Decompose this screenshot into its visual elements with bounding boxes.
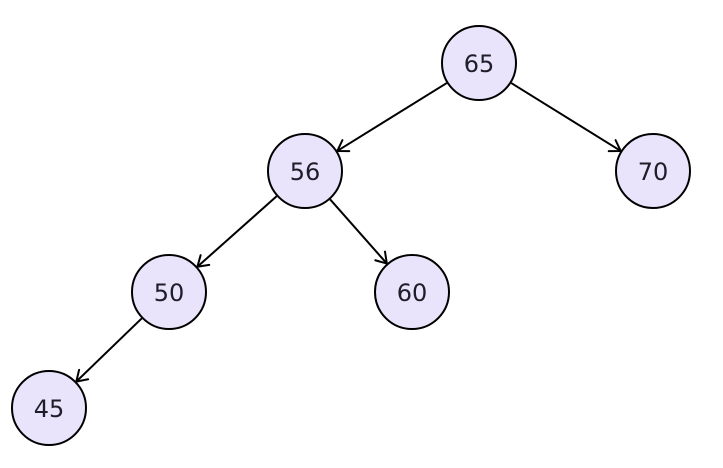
- node-circle: [11, 370, 87, 446]
- tree-node-56: 56: [267, 133, 343, 209]
- edge-line: [75, 317, 143, 383]
- tree-node-50: 50: [131, 254, 207, 330]
- edge-line: [336, 82, 448, 152]
- edges-layer: [75, 82, 622, 383]
- edge-56-to-50: [196, 195, 278, 268]
- tree-node-45: 45: [11, 370, 87, 446]
- edge-line: [196, 195, 278, 268]
- node-label: 70: [638, 158, 669, 186]
- node-circle: [131, 254, 207, 330]
- edge-65-to-70: [510, 82, 622, 153]
- edge-line: [510, 82, 622, 152]
- node-label: 45: [34, 395, 65, 423]
- tree-node-65: 65: [441, 25, 517, 101]
- node-circle: [267, 133, 343, 209]
- arrowhead-icon: [374, 250, 388, 265]
- tree-node-60: 60: [374, 254, 450, 330]
- nodes-layer: 65 56 70 50 60 45: [11, 25, 691, 446]
- node-label: 50: [154, 279, 185, 307]
- node-circle: [374, 254, 450, 330]
- node-circle: [615, 133, 691, 209]
- edge-56-to-60: [329, 198, 388, 265]
- edge-line: [329, 198, 388, 265]
- edge-65-to-56: [336, 82, 448, 153]
- node-circle: [441, 25, 517, 101]
- tree-node-70: 70: [615, 133, 691, 209]
- node-label: 65: [464, 50, 495, 78]
- edge-50-to-45: [75, 317, 143, 383]
- node-label: 60: [397, 279, 428, 307]
- node-label: 56: [290, 158, 321, 186]
- arrowhead-icon: [196, 254, 211, 268]
